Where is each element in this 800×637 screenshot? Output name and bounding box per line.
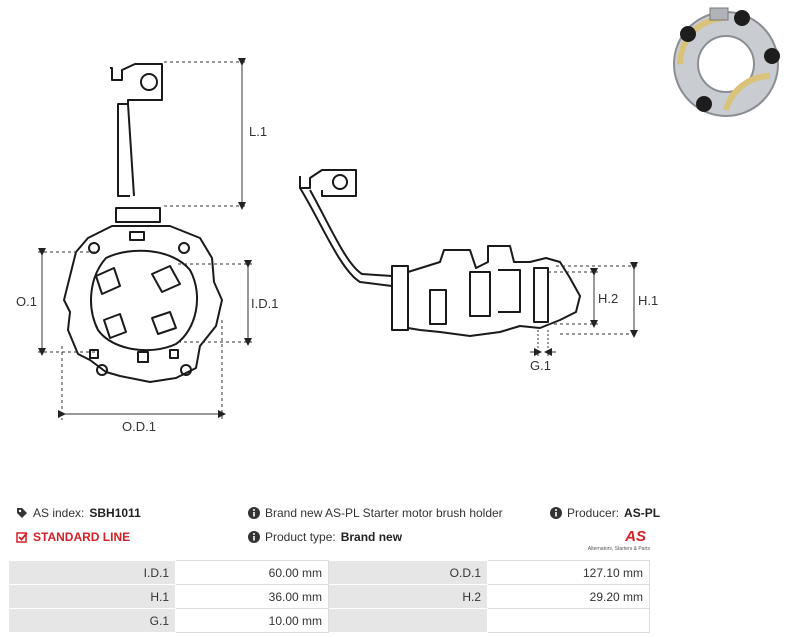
standard-line: STANDARD LINE: [16, 530, 130, 544]
spec-table: I.D.1 60.00 mm O.D.1 127.10 mm H.1 36.00…: [8, 560, 650, 633]
producer: Producer: AS-PL: [550, 506, 660, 520]
dim-label-g1: G.1: [530, 358, 551, 373]
terminal-lead-right: [299, 169, 357, 197]
spec-value: 29.20 mm: [487, 584, 650, 609]
product-type-label: Product type:: [265, 530, 336, 544]
spec-key: G.1: [8, 608, 176, 633]
product-type-value: Brand new: [340, 530, 403, 544]
description: Brand new AS-PL Starter motor brush hold…: [248, 506, 503, 520]
standard-line-label: STANDARD LINE: [33, 530, 131, 544]
as-pl-logo: AS Alternators, Starters & Parts: [588, 528, 650, 554]
dim-label-h2: H.2: [598, 291, 619, 306]
checkbox-checked-icon: [16, 532, 28, 543]
tag-icon: [17, 508, 27, 518]
logo-tagline: Alternators, Starters & Parts: [587, 546, 650, 552]
product-photo: [673, 7, 780, 117]
as-index: AS index: SBH1011: [16, 506, 141, 520]
spec-key: O.D.1: [328, 560, 488, 585]
spec-key: [328, 608, 488, 633]
terminal-lead-left: [110, 63, 163, 197]
spec-value: 60.00 mm: [175, 560, 329, 585]
spec-key: I.D.1: [8, 560, 176, 585]
logo-mark: AS: [625, 528, 646, 545]
table-row: G.1 10.00 mm: [8, 608, 650, 633]
as-index-value: SBH1011: [89, 506, 141, 520]
spec-key: H.2: [328, 584, 488, 609]
spec-key: H.1: [8, 584, 176, 609]
description-text: Brand new AS-PL Starter motor brush hold…: [265, 506, 503, 520]
table-row: H.1 36.00 mm H.2 29.20 mm: [8, 584, 650, 609]
dim-label-l1: L.1: [249, 124, 268, 139]
as-index-label: AS index:: [33, 506, 85, 520]
spec-value: 36.00 mm: [175, 584, 329, 609]
spec-value: [487, 608, 650, 633]
product-info: AS index: SBH1011 Brand new AS-PL Starte…: [0, 498, 800, 558]
dim-label-o1: O.1: [16, 294, 37, 309]
producer-label: Producer:: [567, 506, 620, 520]
product-type: Product type: Brand new: [248, 530, 402, 544]
spec-value: 10.00 mm: [175, 608, 329, 633]
info-icon: [550, 507, 562, 519]
brush-holder-drawing: [38, 58, 638, 420]
dim-label-h1: H.1: [638, 293, 659, 308]
dim-label-od1: O.D.1: [122, 419, 156, 434]
spec-value: 127.10 mm: [487, 560, 650, 585]
info-icon: [248, 507, 260, 519]
table-row: I.D.1 60.00 mm O.D.1 127.10 mm: [8, 560, 650, 585]
dim-label-id1: I.D.1: [251, 296, 279, 311]
producer-value: AS-PL: [624, 506, 661, 520]
technical-drawing: L.1 O.1 I.D.1 O.D.1 H.2 H.1 G.1: [16, 58, 659, 434]
side-body: [407, 245, 581, 337]
info-icon: [248, 531, 260, 543]
plate-outline: [63, 225, 223, 383]
